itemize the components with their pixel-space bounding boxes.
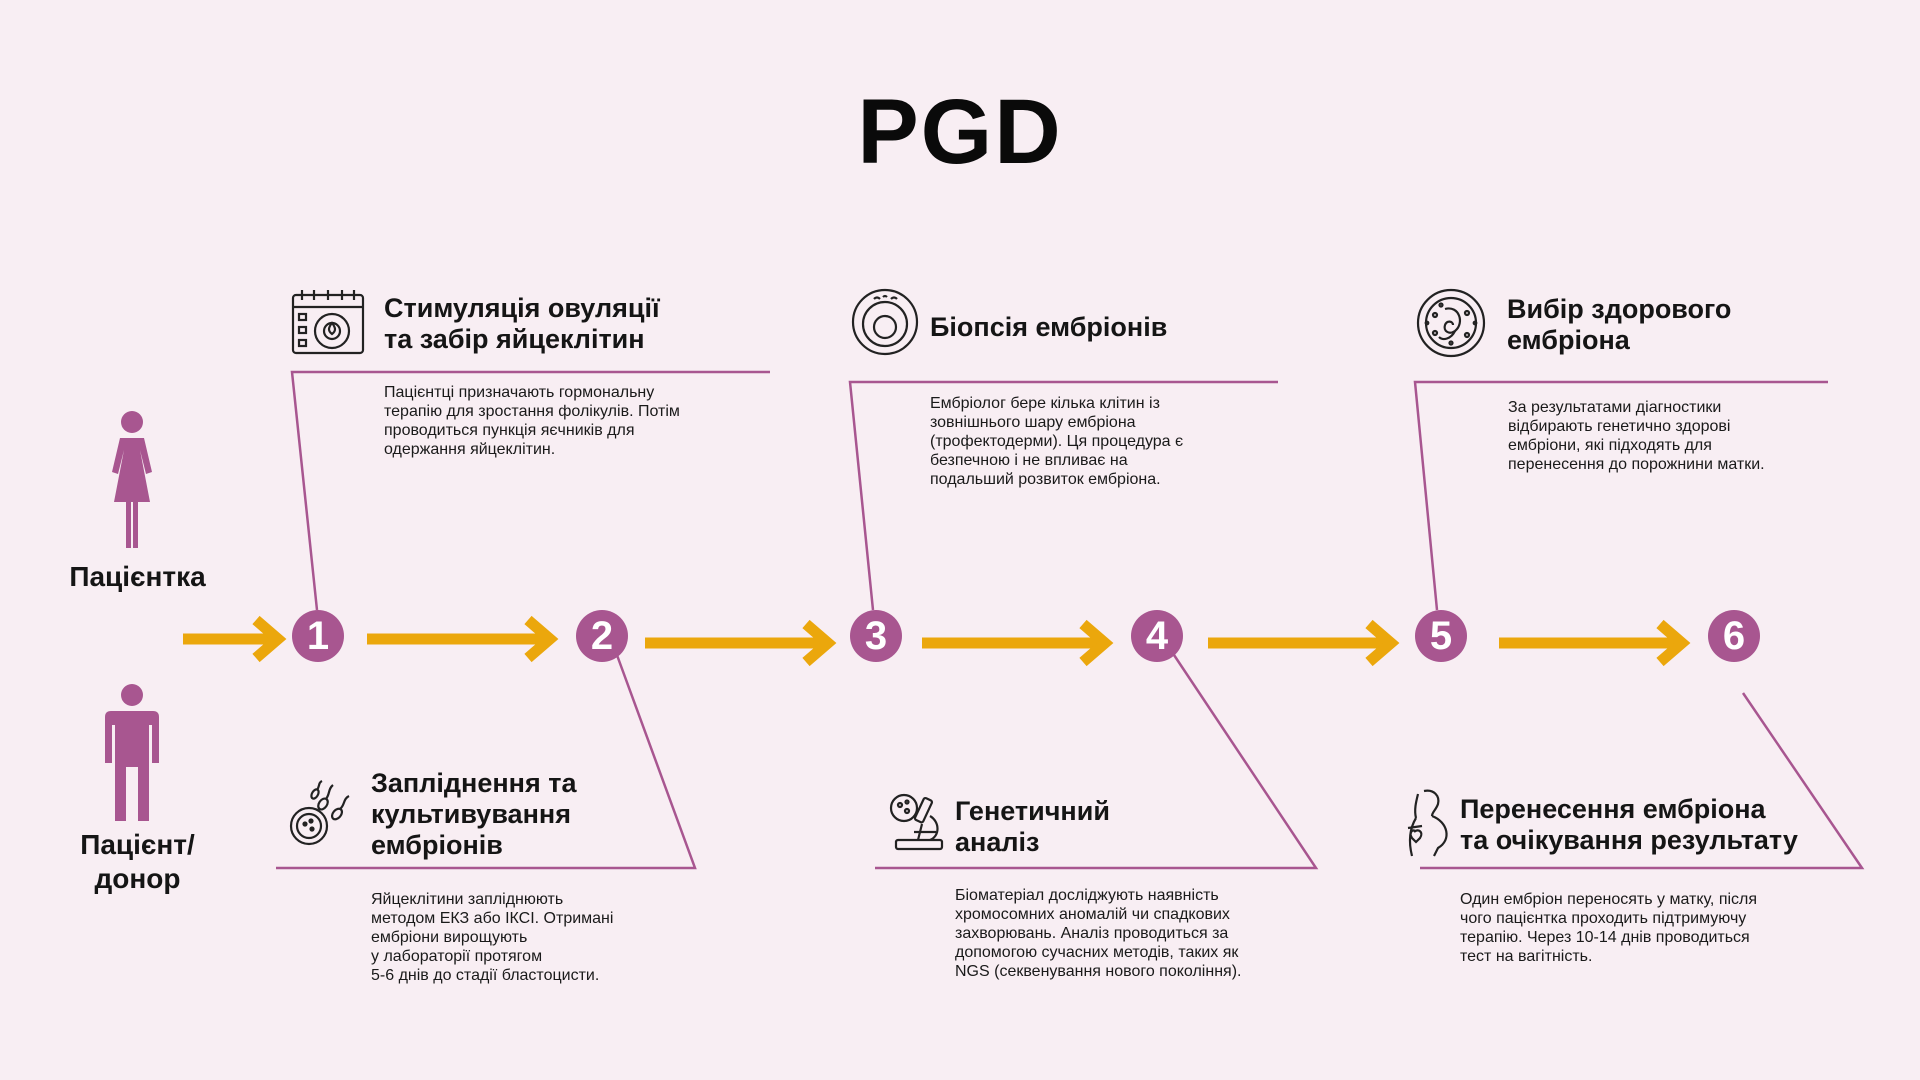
connector-step-6 — [1420, 692, 1865, 870]
step-badge-2: 2 — [576, 610, 628, 662]
person-label-patient: Пацієнтка — [69, 561, 206, 592]
step-description-2: Яйцеклітини запліднюють методом ЕКЗ або … — [371, 891, 614, 984]
step-badge-4: 4 — [1131, 610, 1183, 662]
man-icon — [103, 683, 161, 823]
step-title-1: Стимуляція овуляції та забір яйцеклітин — [384, 293, 660, 354]
connector-step-5 — [1413, 380, 1828, 611]
step-title-6: Перенесення ембріона та очікування резул… — [1460, 794, 1798, 855]
step-badge-3: 3 — [850, 610, 902, 662]
flow-arrow-6 — [1499, 619, 1691, 667]
calendar-ovary-icon — [290, 287, 366, 357]
step-title-2: Запліднення та культивування ембріонів — [371, 768, 577, 860]
embryo-cell-icon — [850, 287, 920, 357]
step-description-3: Ембріолог бере кілька клітин із зовнішнь… — [930, 395, 1184, 488]
step-title-4: Генетичний аналіз — [955, 796, 1110, 857]
step-badge-6: 6 — [1708, 610, 1760, 662]
step-description-1: Пацієнтці призначають гормональну терапі… — [384, 384, 680, 458]
sperm-egg-icon — [287, 780, 355, 848]
connector-step-1 — [290, 370, 770, 611]
step-description-4: Біоматеріал досліджують наявність хромос… — [955, 887, 1242, 980]
healthy-embryo-icon — [1415, 287, 1487, 359]
flow-arrow-4 — [922, 619, 1114, 667]
flow-arrow-5 — [1208, 619, 1400, 667]
flow-arrow-2 — [367, 615, 559, 663]
step-title-5: Вибір здорового ембріона — [1507, 294, 1732, 355]
step-badge-5: 5 — [1415, 610, 1467, 662]
step-badge-1: 1 — [292, 610, 344, 662]
step-description-6: Один ембріон переносять у матку, після ч… — [1460, 891, 1758, 965]
pregnant-woman-icon — [1402, 788, 1454, 858]
step-title-3: Біопсія ембріонів — [930, 312, 1168, 342]
connector-step-3 — [848, 380, 1278, 611]
step-description-5: За результатами діагностики відбирають г… — [1508, 399, 1765, 473]
microscope-icon — [888, 792, 946, 852]
connector-step-4 — [875, 651, 1319, 870]
page-title: PGD — [857, 81, 1063, 183]
connector-step-2 — [276, 635, 697, 870]
flow-arrow-3 — [645, 619, 837, 667]
woman-icon — [100, 410, 164, 550]
flow-arrow-1 — [183, 615, 287, 663]
person-label-donor: Пацієнт/ донор — [80, 829, 195, 894]
